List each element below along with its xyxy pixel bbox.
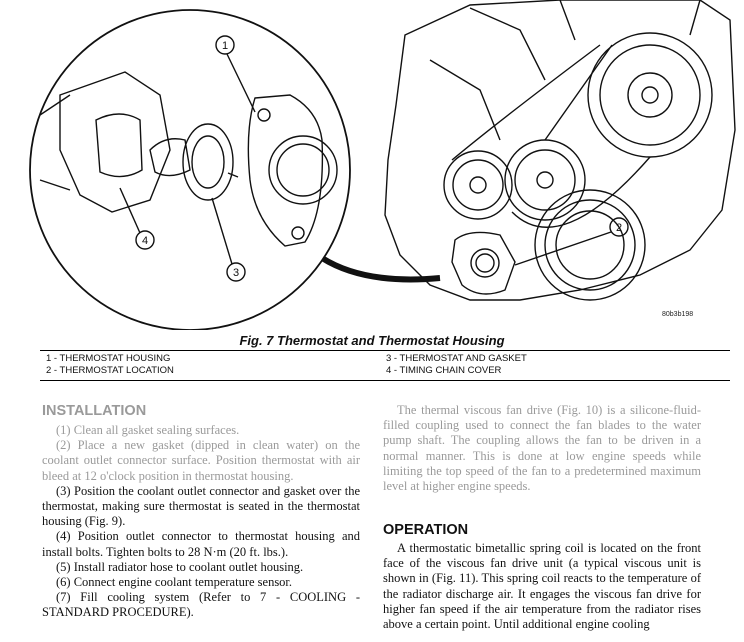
installation-step: (7) Fill cooling system (Refer to 7 - CO… [42, 590, 360, 620]
legend-item: 1 - THERMOSTAT HOUSING [46, 353, 171, 364]
figure-caption: Fig. 7 Thermostat and Thermostat Housing [239, 333, 505, 348]
legend-left: 1 - THERMOSTAT HOUSING 2 - THERMOSTAT LO… [46, 353, 174, 377]
figure-code: 80b3b198 [662, 311, 694, 318]
installation-column: (1) Clean all gasket sealing surfaces. (… [42, 423, 360, 621]
operation-heading: OPERATION [383, 522, 469, 538]
legend-item: 2 - THERMOSTAT LOCATION [46, 365, 174, 376]
callout-2: 2 [616, 222, 622, 234]
legend-bottom-rule [40, 380, 730, 381]
fan-drive-paragraph: The thermal viscous fan drive (Fig. 10) … [383, 403, 701, 494]
thermostat-housing-illustration: 1 2 3 4 [29, 0, 736, 330]
callout-3: 3 [233, 267, 239, 279]
callout-1: 1 [222, 40, 228, 52]
installation-step: (1) Clean all gasket sealing surfaces. [56, 423, 240, 437]
installation-step: (5) Install radiator hose to coolant out… [56, 559, 304, 574]
operation-text: A thermostatic bimetallic spring coil is… [383, 541, 701, 632]
legend-item: 4 - TIMING CHAIN COVER [386, 365, 502, 376]
legend-item: 3 - THERMOSTAT AND GASKET [386, 353, 527, 364]
legend-top-rule [40, 350, 730, 351]
operation-paragraph: A thermostatic bimetallic spring coil is… [383, 541, 701, 632]
installation-step: (4) Position outlet connector to thermos… [42, 529, 360, 559]
installation-step: (2) Place a new gasket (dipped in clean … [42, 438, 360, 483]
fan-drive-text: The thermal viscous fan drive (Fig. 10) … [383, 403, 701, 494]
installation-step: (6) Connect engine coolant temperature s… [56, 575, 293, 590]
legend-right: 3 - THERMOSTAT AND GASKET 4 - TIMING CHA… [386, 353, 527, 377]
installation-heading: INSTALLATION [42, 403, 147, 419]
callout-4: 4 [142, 235, 148, 247]
installation-step: (3) Position the coolant outlet connecto… [42, 483, 360, 529]
